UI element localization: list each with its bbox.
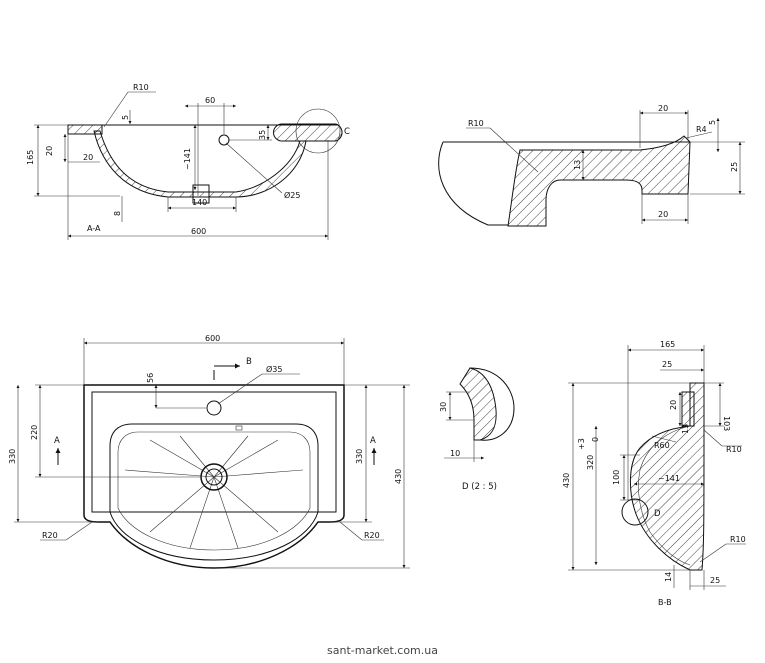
dim-bb-100: 100 <box>612 470 621 485</box>
watermark-text: sant-market.com.ua <box>327 644 438 657</box>
dim-c-20top: 20 <box>658 104 668 113</box>
section-bb-label: B-B <box>658 598 672 607</box>
dim-141: ~141 <box>183 148 192 170</box>
dim-top-330r: 330 <box>355 449 364 464</box>
dim-165: 165 <box>26 150 35 165</box>
dim-top-56: 56 <box>146 373 155 383</box>
section-bb: 165 25 20 103 13 R60 R10 430 320 +3 0 <box>562 340 746 607</box>
top-view: 600 B 56 Ø35 220 330 A A 330 <box>8 334 410 569</box>
detail-c-outline <box>438 141 508 226</box>
dim-5: 5 <box>121 115 130 120</box>
basin-shell <box>93 130 307 198</box>
dim-c-25: 25 <box>730 162 739 172</box>
dim-bb-r60: R60 <box>654 441 670 450</box>
bowl-outline <box>109 423 319 561</box>
dim-bb-13: 13 <box>681 424 690 434</box>
dim-bb-tol-zero: 0 <box>591 437 600 442</box>
dim-top-430: 430 <box>394 469 403 484</box>
dim-top-600: 600 <box>205 334 220 343</box>
section-a-marker-left: A <box>54 436 60 446</box>
detail-d: 30 10 D (2 : 5) <box>439 367 515 492</box>
dim-bb-430: 430 <box>562 473 571 488</box>
tap-hole <box>206 400 222 416</box>
dim-35: 35 <box>258 130 267 140</box>
detail-c: R10 20 R4 5 13 25 20 <box>438 104 745 227</box>
detail-c-section <box>507 135 691 227</box>
dim-top-r20l: R20 <box>42 531 58 540</box>
dim-60: 60 <box>205 96 215 105</box>
dim-20a: 20 <box>45 146 54 156</box>
dim-600a: 600 <box>191 227 206 236</box>
drain-outlet <box>192 184 210 204</box>
dim-bb-103: 103 <box>722 416 731 431</box>
dim-bb-25bot: 25 <box>710 576 720 585</box>
dim-c-r4: R4 <box>696 125 707 134</box>
right-rim-section <box>273 123 343 142</box>
dim-d-30: 30 <box>439 402 448 412</box>
dim-top-330l: 330 <box>8 449 17 464</box>
dim-c-20bot: 20 <box>658 210 668 219</box>
dim-bb-d: D <box>654 509 661 519</box>
dim-20b: 20 <box>83 153 93 162</box>
dim-r10: R10 <box>133 83 149 92</box>
dim-8: 8 <box>113 211 122 216</box>
dim-bb-r10b: R10 <box>730 535 746 544</box>
dim-bb-25top: 25 <box>662 360 672 369</box>
section-b-marker: B <box>246 357 252 367</box>
left-rim-section <box>67 124 103 135</box>
dim-bb-tol-plus: +3 <box>577 438 586 450</box>
dim-c-5: 5 <box>708 120 717 125</box>
dim-bb-r10a: R10 <box>726 445 742 454</box>
section-aa: 165 20 20 R10 5 60 35 C ~141 Ø25 14 <box>26 83 350 240</box>
section-a-marker-right: A <box>370 436 376 446</box>
dim-bb-141: ~141 <box>658 474 680 483</box>
dim-bb-14: 14 <box>664 572 673 582</box>
dim-d-10: 10 <box>450 449 460 458</box>
washbasin-outline <box>83 384 345 569</box>
dim-c-13: 13 <box>573 160 582 170</box>
dim-140: 140 <box>192 198 207 207</box>
detail-d-label: D (2 : 5) <box>462 482 497 492</box>
section-aa-label: A-A <box>87 224 101 233</box>
dim-bb-320: 320 <box>586 455 595 470</box>
detail-d-callout <box>621 498 649 526</box>
drain-hole <box>200 463 228 491</box>
detail-c-label: C <box>344 127 350 137</box>
dim-bb-165: 165 <box>660 340 675 349</box>
dim-c-r10: R10 <box>468 119 484 128</box>
section-bb-shell <box>629 382 705 571</box>
dim-top-r20r: R20 <box>364 531 380 540</box>
detail-d-section <box>459 367 497 441</box>
dim-bb-20: 20 <box>669 400 678 410</box>
dim-dia25: Ø25 <box>284 190 300 200</box>
dim-top-220: 220 <box>30 425 39 440</box>
overflow-hole <box>218 134 230 146</box>
dim-top-dia35: Ø35 <box>266 364 282 374</box>
